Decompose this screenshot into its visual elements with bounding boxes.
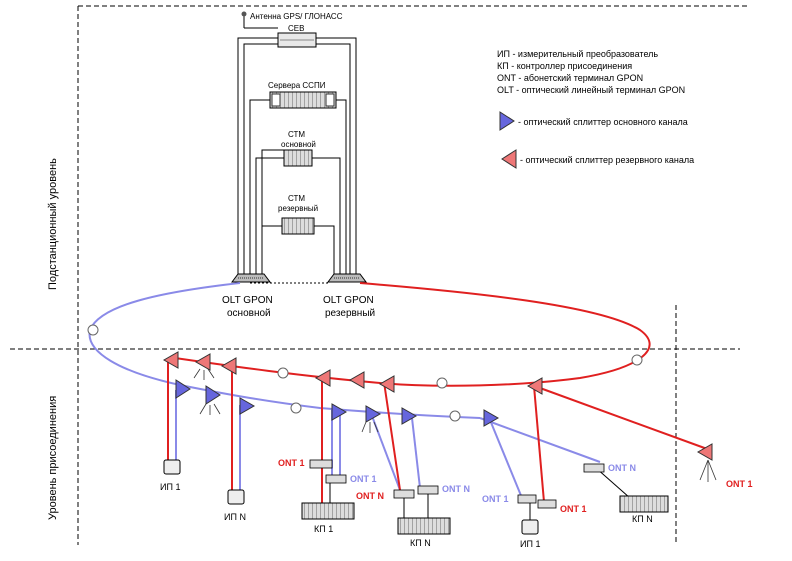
ontn-blue-b-label: ONT N xyxy=(608,463,636,473)
legend-splitter-main-icon xyxy=(499,111,515,131)
legend-splitter-reserve-icon xyxy=(501,149,517,169)
legend-olt: OLT - оптический линейный терминал GPON xyxy=(497,85,685,95)
ont-terminals xyxy=(309,459,605,509)
legend-ip: ИП - измерительный преобразователь xyxy=(497,49,658,59)
splitter-res-8 xyxy=(696,443,713,461)
kp1-label: КП 1 xyxy=(314,524,333,534)
connection-level-label: Уровень присоединения xyxy=(47,396,59,520)
substation-level-label: Подстанционный уровень xyxy=(47,158,59,290)
kpn-a-label: КП N xyxy=(410,538,431,548)
stm-reserve-device xyxy=(281,217,315,235)
kpn-b-label: КП N xyxy=(632,514,653,524)
gps-antenna-icon xyxy=(241,11,247,20)
splitter-whiskers xyxy=(193,368,717,482)
ip1-b-label: ИП 1 xyxy=(520,539,540,549)
stm-main-label-2: основной xyxy=(281,140,316,149)
legend-splitter-main: - оптический сплиттер основного канала xyxy=(518,117,688,127)
reserve-splitters xyxy=(162,351,713,461)
ont1-blue-b-label: ONT 1 xyxy=(482,494,509,504)
stm-reserve-label-1: СТМ xyxy=(288,194,305,203)
ont-icon xyxy=(325,474,347,484)
ont-icon xyxy=(393,489,415,499)
ip-icon xyxy=(227,489,245,505)
ont1-red-a-label: ONT 1 xyxy=(278,458,305,468)
olt-reserve-device xyxy=(327,273,367,283)
sev-device xyxy=(277,32,317,48)
ip-devices xyxy=(163,459,539,535)
splitter-res-6 xyxy=(378,375,395,393)
splitter-res-7 xyxy=(526,377,543,395)
splitter-main-3 xyxy=(239,397,256,415)
ont1-red-b-label: ONT 1 xyxy=(560,504,587,514)
backbone-wiring xyxy=(237,20,357,276)
ip-icon xyxy=(521,519,539,535)
legend-kp: КП - контроллер присоединения xyxy=(497,61,632,71)
reserve-drops xyxy=(167,360,545,505)
ontn-red-label: ONT N xyxy=(356,491,384,501)
ont1-blue-a-label: ONT 1 xyxy=(350,474,377,484)
ip-icon xyxy=(163,459,181,475)
olt-main-label-1: OLT GPON xyxy=(222,295,273,306)
legend-splitter-reserve: - оптический сплиттер резервного канала xyxy=(520,155,694,165)
ont-icon xyxy=(517,494,537,504)
sev-label: СЕВ xyxy=(288,24,304,33)
ontn-blue-label: ONT N xyxy=(442,484,470,494)
reserve-ring xyxy=(174,282,711,451)
kp-icon xyxy=(619,495,669,513)
fiber-connectors xyxy=(87,324,643,422)
splitter-res-1 xyxy=(162,351,179,369)
olt-reserve-label-2: резервный xyxy=(325,308,375,319)
olt-main-device xyxy=(231,273,271,283)
servers-label: Сервера ССПИ xyxy=(268,81,326,90)
olt-reserve-label-1: OLT GPON xyxy=(323,295,374,306)
splitter-main-5 xyxy=(365,405,382,423)
kp-icon xyxy=(397,517,451,535)
ont-icon xyxy=(537,499,557,509)
ont-icon xyxy=(417,485,439,495)
stm-main-label-1: СТМ xyxy=(288,130,305,139)
stm-main-device xyxy=(283,149,313,167)
legend: ИП - измерительный преобразователь КП - … xyxy=(497,49,694,169)
splitter-main-7 xyxy=(483,409,500,427)
splitter-res-3 xyxy=(220,357,237,375)
ont-icon xyxy=(583,463,605,473)
splitter-res-2 xyxy=(194,353,211,371)
ipn-a-label: ИП N xyxy=(224,512,246,522)
splitter-main-2 xyxy=(205,385,221,405)
servers-rack xyxy=(269,91,337,109)
splitter-main-4 xyxy=(331,403,348,421)
kp-icon xyxy=(301,502,355,520)
main-splitters xyxy=(175,379,500,427)
ip1-a-label: ИП 1 xyxy=(160,482,180,492)
splitter-main-6 xyxy=(401,407,418,425)
splitter-main-1 xyxy=(175,379,191,399)
olt-main-label-2: основной xyxy=(227,308,271,319)
ont-icon xyxy=(309,459,333,469)
legend-ont: ONT - абонетский терминал GPON xyxy=(497,73,643,83)
antenna-label: Антенна GPS/ ГЛОНАСС xyxy=(250,12,343,21)
kp-controllers xyxy=(301,495,669,535)
splitter-res-4 xyxy=(314,369,331,387)
splitter-res-5 xyxy=(348,371,365,389)
ont1-red-c-label: ONT 1 xyxy=(726,479,753,489)
stm-reserve-label-2: резервный xyxy=(278,204,318,213)
main-drops xyxy=(175,390,523,499)
level-frame xyxy=(10,5,750,545)
device-links xyxy=(329,467,631,520)
